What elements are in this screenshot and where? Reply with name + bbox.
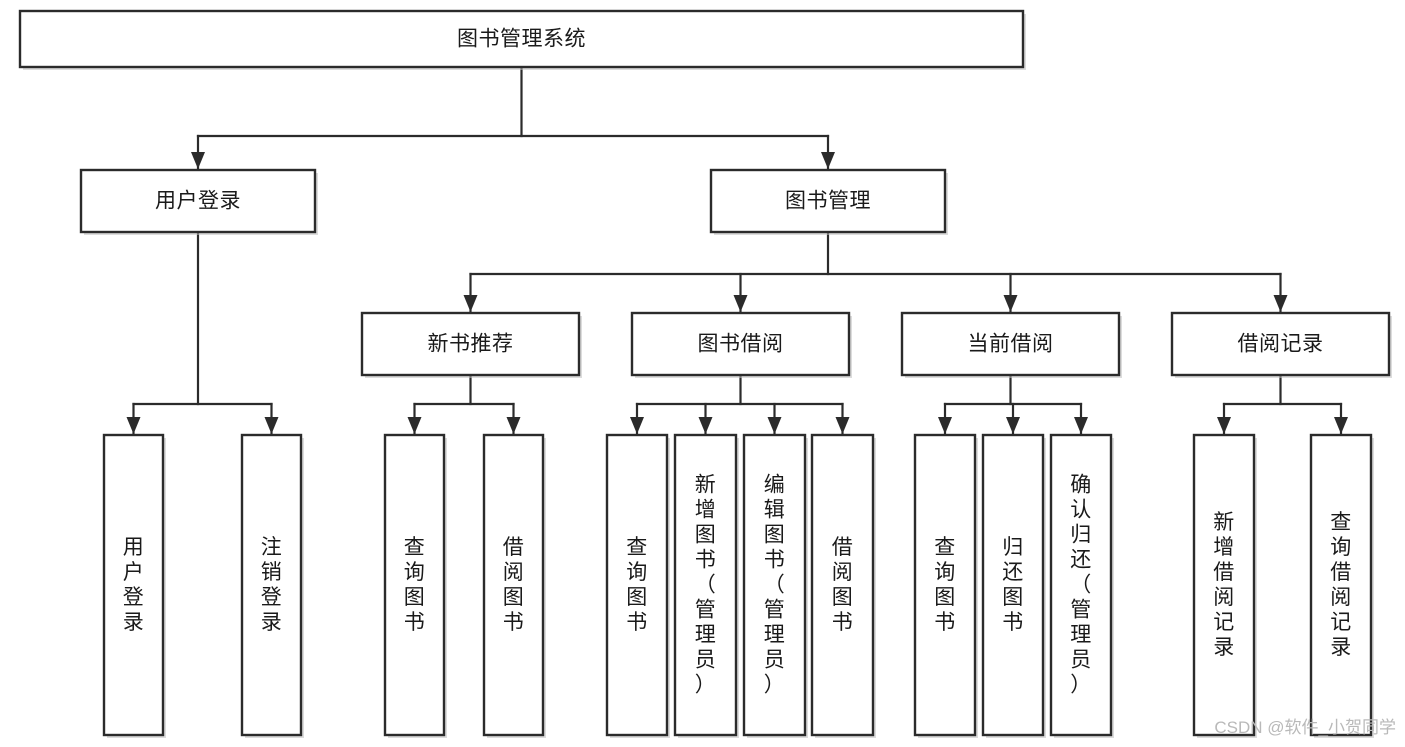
node-box[interactable]	[79, 168, 317, 234]
node-new-book-recommend[interactable]: 新书推荐	[360, 311, 582, 378]
node-box[interactable]	[102, 433, 165, 737]
arrow-head	[1217, 417, 1231, 434]
node-box[interactable]	[981, 433, 1045, 737]
arrow-head	[821, 152, 835, 169]
nodes-layer: 图书管理系统用户登录图书管理新书推荐图书借阅当前借阅借阅记录用户登录注销登录查询…	[18, 9, 1392, 738]
node-box[interactable]	[900, 311, 1121, 377]
arrow-head	[1273, 295, 1288, 312]
node-box[interactable]	[1170, 311, 1391, 377]
node-root-root[interactable]: 图书管理系统	[18, 9, 1026, 70]
arrow-head	[126, 417, 141, 434]
arrow-head	[835, 417, 850, 434]
node-box[interactable]	[383, 433, 446, 737]
node-label: 新增图书（管理员）	[695, 474, 717, 697]
node-label: 归还图书	[1002, 536, 1024, 634]
node-leaf-borrow-book[interactable]: 借阅图书	[810, 433, 876, 738]
node-book-management[interactable]: 图书管理	[709, 168, 948, 235]
arrow-head	[463, 295, 478, 312]
arrow-head	[407, 417, 422, 434]
node-leaf-return-book[interactable]: 归还图书	[981, 433, 1046, 738]
node-label: 新增借阅记录	[1213, 511, 1235, 659]
node-label: 图书管理	[785, 190, 871, 213]
node-leaf-query-book-recommend[interactable]: 查询图书	[383, 433, 447, 738]
node-label: 图书管理系统	[457, 28, 586, 51]
node-box[interactable]	[1192, 433, 1256, 737]
node-leaf-edit-book-admin[interactable]: 编辑图书（管理员）	[742, 433, 808, 738]
arrow-head	[733, 295, 748, 312]
node-label: 借阅图书	[503, 536, 525, 634]
node-box[interactable]	[742, 433, 807, 737]
arrow-head	[1074, 417, 1088, 434]
node-box[interactable]	[810, 433, 875, 737]
arrow-head	[1006, 417, 1020, 434]
node-book-borrow[interactable]: 图书借阅	[630, 311, 852, 378]
node-box[interactable]	[673, 433, 738, 737]
node-label: 图书借阅	[698, 333, 784, 356]
node-leaf-logout-login[interactable]: 注销登录	[240, 433, 304, 738]
node-borrow-record[interactable]: 借阅记录	[1170, 311, 1392, 378]
node-label: 借阅图书	[832, 536, 854, 634]
arrow-head	[938, 417, 952, 434]
node-leaf-add-borrow-record[interactable]: 新增借阅记录	[1192, 433, 1257, 738]
arrow-head	[767, 417, 782, 434]
node-leaf-borrow-book-recommend[interactable]: 借阅图书	[482, 433, 546, 738]
node-box[interactable]	[913, 433, 977, 737]
arrow-head	[630, 417, 644, 434]
node-user-login[interactable]: 用户登录	[79, 168, 318, 235]
arrow-head	[1334, 417, 1348, 434]
node-label: 查询图书	[404, 536, 426, 634]
csdn-watermark: CSDN @软件_小贺同学	[1214, 718, 1396, 737]
connectors-layer	[126, 65, 1348, 436]
arrow-head	[1003, 295, 1018, 312]
node-box[interactable]	[709, 168, 947, 234]
node-leaf-confirm-return-admin[interactable]: 确认归还（管理员）	[1049, 433, 1114, 738]
node-label: 借阅记录	[1238, 333, 1324, 356]
node-label: 新书推荐	[428, 333, 514, 356]
node-label: 用户登录	[155, 190, 241, 213]
node-label: 查询图书	[626, 536, 648, 634]
node-leaf-query-book-current[interactable]: 查询图书	[913, 433, 978, 738]
arrow-head	[506, 417, 521, 434]
node-label: 查询图书	[934, 536, 956, 634]
node-box[interactable]	[1049, 433, 1113, 737]
node-current-borrow[interactable]: 当前借阅	[900, 311, 1122, 378]
arrow-head	[698, 417, 713, 434]
node-label: 编辑图书（管理员）	[764, 474, 786, 697]
node-label: 查询借阅记录	[1330, 511, 1352, 659]
node-box[interactable]	[1309, 433, 1373, 737]
node-leaf-query-book-borrow[interactable]: 查询图书	[605, 433, 670, 738]
node-label: 注销登录	[261, 536, 283, 634]
node-box[interactable]	[482, 433, 545, 737]
node-box[interactable]	[18, 9, 1025, 69]
arrow-head	[264, 417, 279, 434]
node-box[interactable]	[240, 433, 303, 737]
node-leaf-user-login[interactable]: 用户登录	[102, 433, 166, 738]
node-box[interactable]	[605, 433, 669, 737]
node-leaf-add-book-admin[interactable]: 新增图书（管理员）	[673, 433, 739, 738]
arrow-head	[191, 152, 205, 169]
node-box[interactable]	[360, 311, 581, 377]
node-box[interactable]	[630, 311, 851, 377]
node-label: 当前借阅	[968, 333, 1054, 356]
node-label: 确认归还（管理员）	[1070, 474, 1092, 697]
node-leaf-query-borrow-record[interactable]: 查询借阅记录	[1309, 433, 1374, 738]
node-label: 用户登录	[123, 536, 145, 634]
